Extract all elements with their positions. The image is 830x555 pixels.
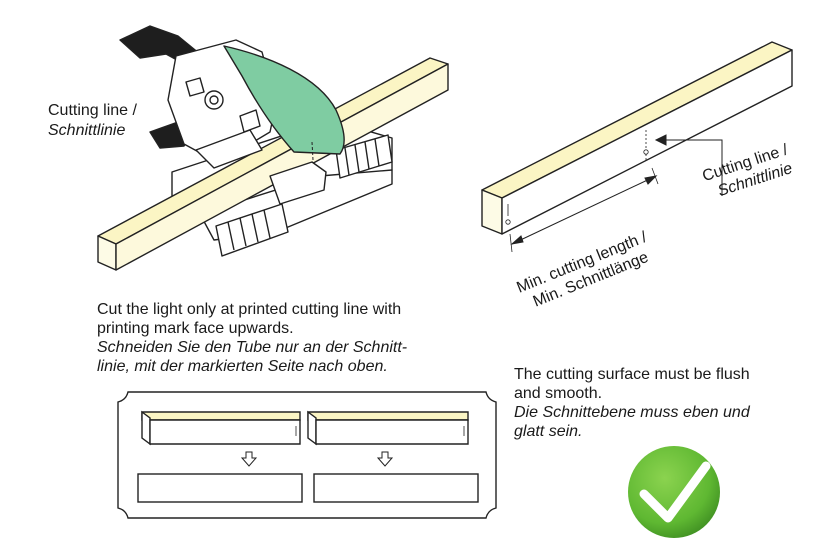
left-callout-line1: Cutting line / [48, 102, 137, 119]
left-callout-line2: Schnittlinie [48, 122, 126, 139]
callout-arrow [654, 134, 723, 196]
cut-result-panel [117, 391, 497, 519]
surface-en-line2: and smooth. [514, 385, 603, 402]
saw-blade-guard [223, 45, 345, 155]
checkmark-icon [628, 446, 720, 538]
surface-en-line1: The cutting surface must be flush [514, 366, 750, 383]
instruction-en-line1: Cut the light only at printed cutting li… [97, 301, 402, 318]
instruction-en-line2: printing mark face upwards. [97, 320, 294, 337]
saw-head [119, 25, 345, 205]
cut-piece-right [307, 410, 469, 446]
result-rect-left [137, 473, 303, 503]
cut-piece-left [141, 410, 301, 446]
surface-note: The cutting surface must be flush and sm… [514, 365, 750, 441]
tube-strip-right [481, 41, 793, 235]
instruction-de-line1: Schneiden Sie den Tube nur an der Schnit… [97, 339, 408, 356]
right-grip [335, 134, 393, 179]
length-dimension [509, 167, 659, 253]
surface-de-line1: Die Schnittebene muss eben und [514, 404, 750, 421]
surface-de-line2: glatt sein. [514, 423, 583, 440]
instruction-block: Cut the light only at printed cutting li… [97, 300, 407, 376]
result-rect-right [313, 473, 479, 503]
instruction-de-line2: linie, mit der markierten Seite nach obe… [97, 358, 388, 375]
down-arrow-icon [376, 451, 394, 467]
left-grip [215, 203, 289, 257]
down-arrow-icon [240, 451, 258, 467]
